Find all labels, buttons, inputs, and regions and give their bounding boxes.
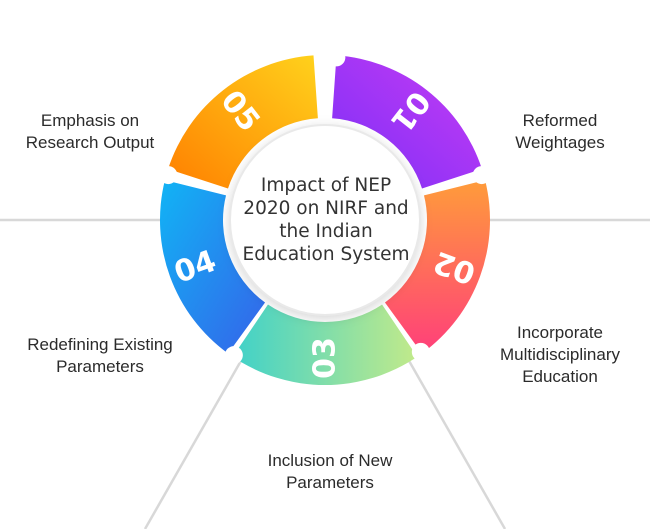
segment-01 (332, 55, 482, 189)
center-circle-border (229, 124, 421, 316)
segment-04 (160, 180, 266, 354)
notch-5 (159, 166, 178, 185)
notch-2 (472, 166, 491, 185)
segment-notches (159, 48, 491, 365)
segment-05 (168, 55, 318, 189)
label-reformed-weightages: Reformed Weightages (515, 111, 605, 152)
label-inclusion-new-parameters: Inclusion of New Parameters (267, 451, 393, 492)
center-circle (230, 125, 420, 315)
notch-4 (224, 346, 243, 365)
segment-number-03: 03 (308, 337, 343, 379)
ring-segments (160, 55, 490, 385)
label-emphasis-research: Emphasis on Research Output (25, 111, 155, 152)
label-incorporate-multidisciplinary: Incorporate Multidisciplinary Education (500, 323, 620, 386)
notch-1 (327, 48, 346, 67)
segment-03 (232, 304, 418, 385)
label-redefining-existing: Redefining Existing Parameters (27, 335, 173, 376)
segment-02 (384, 180, 490, 354)
connector-line-03-right (398, 344, 507, 529)
connector-line-03-left (143, 344, 252, 529)
center-title: Impact of NEP 2020 on NIRF and the India… (242, 175, 410, 265)
notch-3 (411, 342, 430, 361)
connector-lines (0, 218, 650, 529)
